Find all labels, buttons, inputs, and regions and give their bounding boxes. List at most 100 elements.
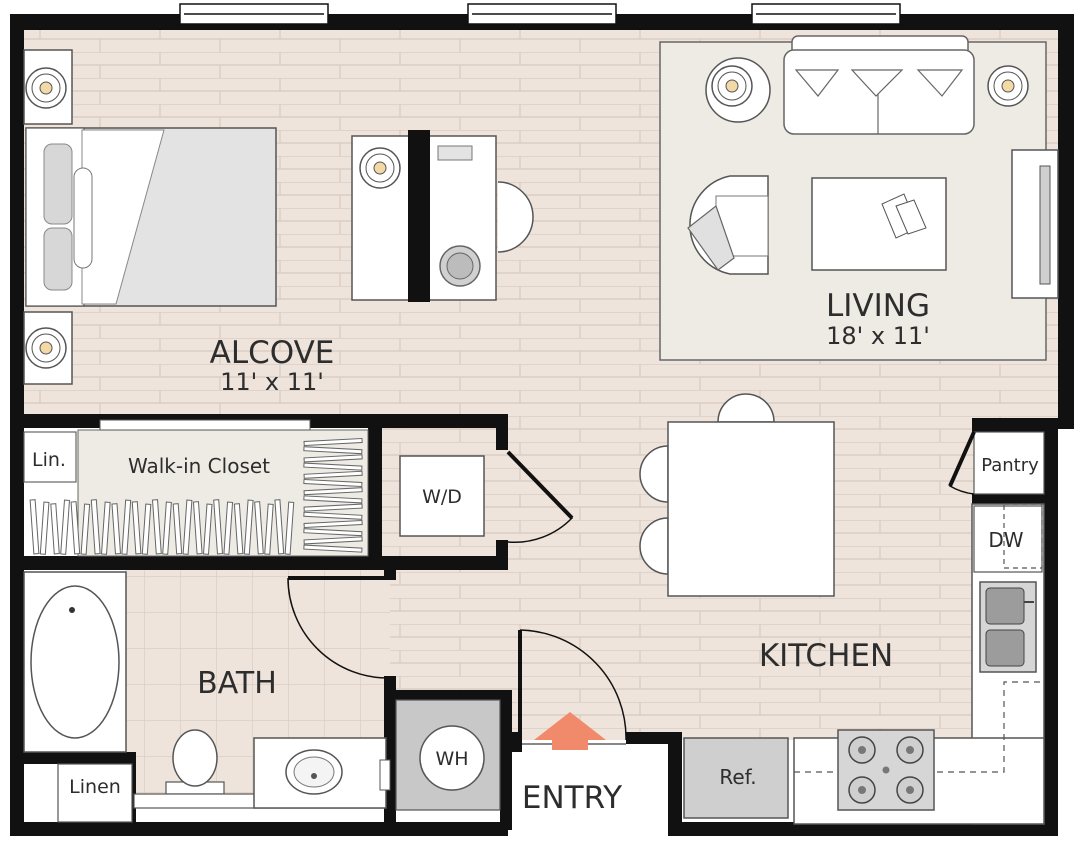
hanger — [213, 499, 224, 555]
washer-dryer-label: W/D — [422, 486, 462, 508]
toilet — [165, 729, 225, 795]
hanger — [29, 499, 40, 555]
bath-label: BATH — [197, 666, 277, 701]
bed — [25, 127, 277, 307]
hanger — [80, 503, 91, 555]
floor-lamp-right — [987, 65, 1029, 107]
wall-closet-right — [368, 414, 382, 570]
hanger — [303, 446, 363, 455]
desk — [351, 130, 534, 302]
hanger — [141, 503, 152, 555]
stool-top — [717, 393, 775, 423]
labels: ALCOVE 11' x 11' LIVING 18' x 11' KITCHE… — [32, 288, 1039, 816]
wall-wh-right — [500, 690, 512, 830]
sink — [979, 581, 1037, 673]
stool-left-2 — [639, 517, 669, 575]
entry-door — [508, 629, 627, 750]
wall-entry-right-post — [668, 732, 682, 832]
wall-closet-bottom — [24, 556, 504, 570]
wall-linen-top — [24, 752, 134, 764]
closets — [23, 419, 574, 557]
hanger — [303, 487, 363, 496]
alcove-furniture — [23, 49, 534, 385]
living-label: LIVING — [826, 288, 930, 324]
living-size: 18' x 11' — [826, 322, 930, 350]
hanger — [274, 499, 285, 555]
refrigerator-label: Ref. — [719, 765, 756, 789]
dining — [639, 393, 835, 597]
wall-entry-left-post — [512, 732, 522, 752]
linen-bath-label: Linen — [69, 776, 121, 798]
wall-wd-right — [496, 414, 508, 450]
hanger — [303, 519, 363, 529]
bathtub — [23, 571, 127, 753]
washer-dryer — [399, 455, 485, 537]
entry-label: ENTRY — [522, 780, 622, 816]
hanger — [111, 503, 122, 555]
hanger — [303, 478, 363, 488]
bath-door — [287, 576, 391, 679]
hanger — [303, 454, 363, 463]
walk-in-closet-label: Walk-in Closet — [128, 454, 270, 478]
hanger — [303, 495, 363, 504]
hanger — [303, 437, 363, 447]
kitchen-counters — [683, 431, 1045, 825]
hanger — [151, 499, 162, 555]
hanger — [60, 499, 71, 555]
hanger — [303, 462, 363, 471]
hanger — [303, 544, 363, 553]
window-1 — [179, 3, 329, 25]
stove — [837, 729, 935, 811]
hanger — [303, 528, 363, 537]
window-3 — [751, 3, 901, 25]
hanger — [202, 503, 213, 555]
hanger — [303, 511, 363, 520]
wd-closet — [382, 428, 574, 556]
wall-bottom-left — [10, 822, 508, 836]
entry-arrow-icon — [534, 712, 606, 750]
hanger — [172, 503, 183, 555]
refrigerator — [683, 737, 789, 819]
hanger — [131, 501, 142, 555]
tv-console — [1011, 149, 1059, 299]
sofa — [783, 35, 975, 135]
hanger — [90, 499, 101, 555]
hanger — [264, 503, 274, 555]
hanger — [303, 503, 363, 512]
water-heater-label: WH — [435, 748, 468, 770]
wall-bath-right — [384, 570, 396, 580]
wall-bottom-right — [668, 822, 1058, 836]
hanger — [39, 501, 50, 555]
hanger — [233, 503, 244, 555]
hanger — [254, 501, 264, 555]
coffee-table — [811, 177, 947, 271]
armchair — [687, 175, 769, 275]
entry-floor — [508, 740, 668, 838]
wall-pantry-top — [972, 418, 1058, 432]
hanger — [182, 499, 193, 555]
hanger — [303, 536, 363, 545]
hanger — [223, 501, 234, 555]
hanger — [70, 501, 81, 555]
hanger — [303, 470, 363, 479]
nightstand-bottom — [23, 311, 73, 385]
alcove-size: 11' x 11' — [220, 368, 324, 396]
hanger — [100, 501, 111, 555]
linen-closet-bath — [57, 763, 133, 823]
kitchen-island — [667, 421, 835, 597]
hanger — [162, 501, 172, 555]
nightstand-top — [23, 49, 73, 125]
water-heater — [419, 725, 485, 791]
vanity — [133, 737, 391, 809]
linen-small-label: Lin. — [32, 449, 66, 471]
wall-right-lower — [1044, 420, 1058, 836]
wall-pantry-bottom — [972, 494, 1058, 504]
living-furniture — [659, 35, 1059, 361]
wall-wd-right-low — [496, 540, 508, 570]
bath-fixtures — [23, 571, 391, 823]
walk-in-closet — [29, 419, 369, 557]
wall-entry-right — [626, 732, 680, 744]
hanger — [192, 501, 203, 555]
window-2 — [467, 3, 617, 25]
